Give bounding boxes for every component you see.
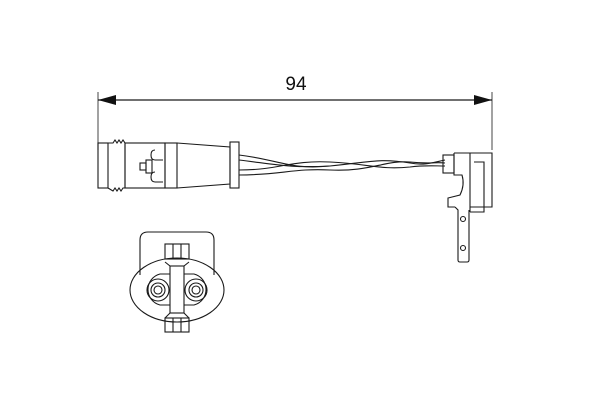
dimension-94 xyxy=(97,92,493,150)
plug-connector xyxy=(97,139,240,192)
twisted-wires xyxy=(238,154,446,176)
dimension-label: 94 xyxy=(285,74,307,95)
connector-front-view xyxy=(129,231,225,333)
sensor-head xyxy=(442,152,493,263)
